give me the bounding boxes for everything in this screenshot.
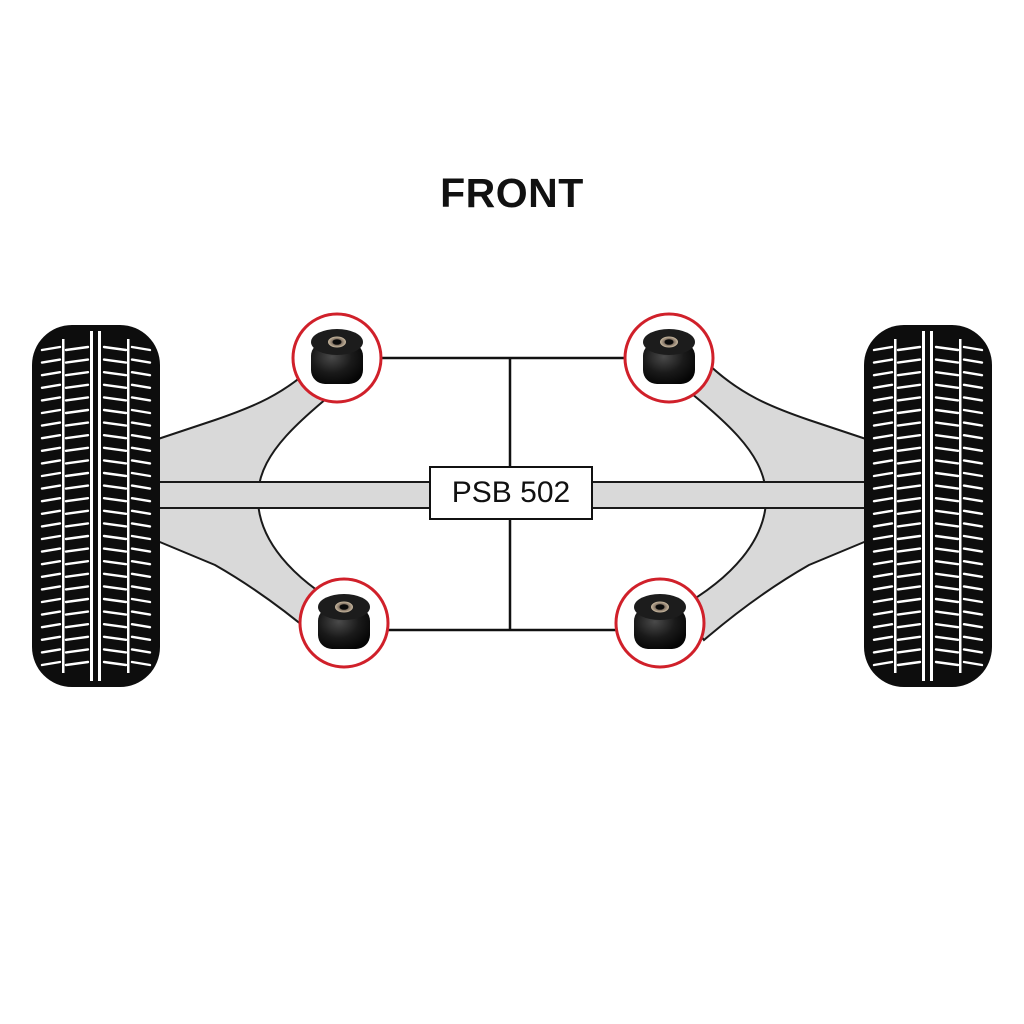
bushing-icon xyxy=(318,594,370,649)
leader-lines xyxy=(380,356,640,632)
bushing-icon xyxy=(311,329,363,384)
bushing-rear-left[interactable] xyxy=(298,577,390,669)
bushing-front-left[interactable] xyxy=(291,312,383,404)
left-wheel-icon xyxy=(30,323,162,689)
right-wheel-icon xyxy=(862,323,994,689)
bushing-icon xyxy=(634,594,686,649)
page-title: FRONT xyxy=(440,170,584,216)
part-number-label[interactable]: PSB 502 xyxy=(429,466,593,520)
bushing-icon xyxy=(643,329,695,384)
part-number-text: PSB 502 xyxy=(451,476,571,509)
bushing-rear-right[interactable] xyxy=(614,577,706,669)
bushing-front-right[interactable] xyxy=(623,312,715,404)
